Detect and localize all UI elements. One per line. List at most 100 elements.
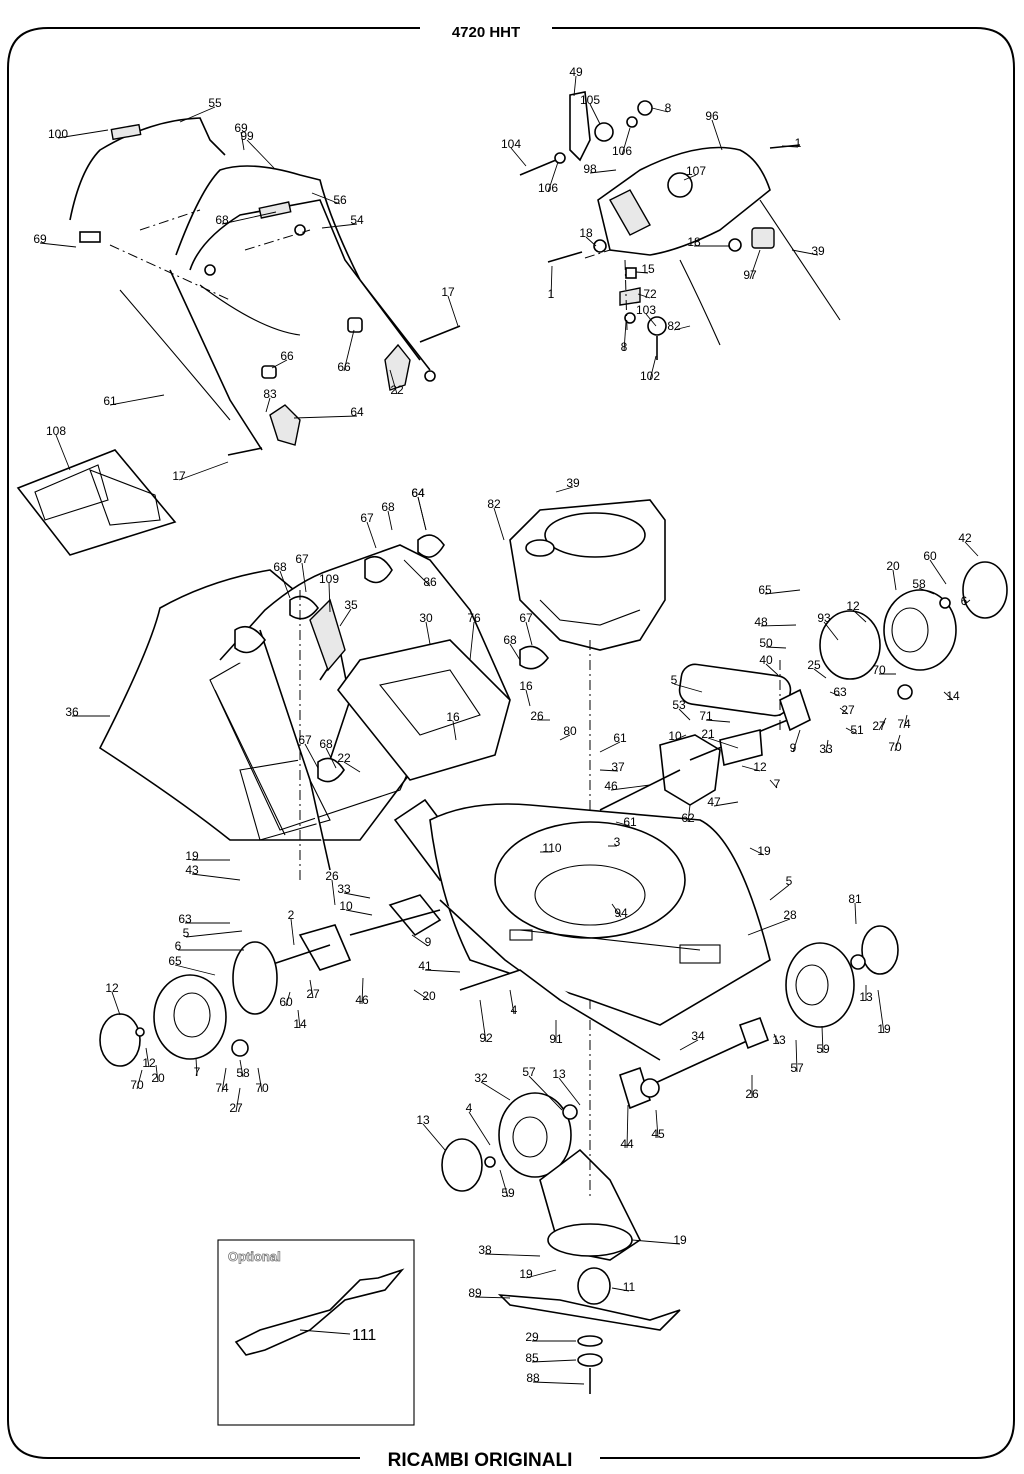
- callout-leader-line: [271, 359, 288, 369]
- callout-leader-line: [343, 892, 371, 899]
- callout-label: 74: [897, 717, 911, 731]
- part-callout: 86: [403, 559, 437, 589]
- callout-label: 27: [306, 987, 320, 1001]
- callout-label: 18: [687, 235, 701, 249]
- callout-leader-line: [631, 1239, 681, 1245]
- page-footer: RICAMBI ORIGINALI: [388, 1450, 573, 1471]
- part-callout: 76: [467, 611, 481, 661]
- callout-label: 4: [511, 1003, 518, 1017]
- callout-label: 9: [425, 935, 432, 949]
- callout-leader-line: [345, 909, 373, 916]
- callout-label: 38: [478, 1243, 492, 1257]
- part-callout: 27: [872, 717, 887, 733]
- callout-label: 67: [519, 611, 533, 625]
- callout-leader-line: [191, 873, 241, 881]
- part-callout: 60: [279, 991, 293, 1009]
- mower-deck: [429, 803, 771, 1026]
- callout-label: 19: [757, 844, 771, 858]
- callout-label: 13: [772, 1033, 786, 1047]
- part-callout: 41: [418, 959, 461, 973]
- callout-label: 99: [240, 129, 254, 143]
- part-callout: 48: [754, 615, 797, 629]
- part-callout: 20: [151, 1064, 165, 1085]
- handle-assembly: [69, 117, 461, 456]
- callout-leader-line: [573, 75, 577, 97]
- callout-label: 4: [466, 1101, 473, 1115]
- callout-leader-line: [321, 223, 358, 229]
- callout-label: 16: [519, 679, 533, 693]
- part-callout: 33: [337, 882, 371, 899]
- callout-leader-line: [674, 734, 687, 741]
- callout-leader-line: [328, 582, 331, 613]
- callout-label: 26: [530, 709, 544, 723]
- callout-label: 107: [686, 164, 706, 178]
- part-callout: 53: [672, 698, 691, 721]
- callout-leader-line: [713, 801, 739, 807]
- callout-leader-line: [179, 106, 216, 123]
- callout-label: 20: [886, 559, 900, 573]
- callout-label: 64: [411, 486, 425, 500]
- callout-label: 5: [671, 673, 678, 687]
- callout-label: 82: [667, 319, 681, 333]
- callout-leader-line: [343, 761, 361, 773]
- part-callout: 30: [419, 611, 433, 645]
- part-callout: 21: [701, 727, 739, 749]
- callout-leader-line: [635, 271, 649, 274]
- wheel-rear-right: [819, 561, 1008, 700]
- callout-label: 67: [360, 511, 374, 525]
- callout-label: 1: [795, 136, 802, 150]
- part-callout: 63: [178, 912, 230, 926]
- blade-assembly: [497, 1148, 681, 1394]
- part-callout: 51: [845, 723, 864, 737]
- callout-leader-line: [468, 1111, 491, 1146]
- part-callout: 47: [707, 795, 739, 809]
- callout-label: 51: [850, 723, 864, 737]
- callout-leader-line: [781, 145, 799, 148]
- part-callout: 68: [381, 500, 395, 531]
- callout-leader-line: [918, 587, 935, 595]
- part-callout: 108: [46, 424, 71, 471]
- callout-leader-line: [531, 1359, 577, 1363]
- callout-label: 68: [381, 500, 395, 514]
- callout-leader-line: [623, 321, 627, 352]
- callout-label: 109: [319, 572, 339, 586]
- callout-leader-line: [769, 779, 778, 789]
- part-callout: 94: [611, 903, 628, 920]
- callout-label: 22: [337, 751, 351, 765]
- callout-label: 14: [946, 689, 960, 703]
- part-callout: 54: [321, 213, 364, 229]
- callout-label: 68: [215, 213, 229, 227]
- part-callout: 71: [699, 709, 731, 723]
- part-callout: 19: [631, 1233, 687, 1247]
- part-callout: 70: [888, 734, 902, 754]
- callout-label: 61: [613, 731, 627, 745]
- callout-label: 13: [859, 990, 873, 1004]
- callout-leader-line: [411, 934, 429, 947]
- callout-leader-line: [555, 486, 574, 493]
- part-callout: 38: [478, 1243, 541, 1257]
- part-callout: 58: [236, 1059, 250, 1080]
- callout-leader-line: [854, 902, 857, 925]
- callout-label: 56: [333, 193, 347, 207]
- callout-label: 59: [816, 1042, 830, 1056]
- part-callout: 18: [687, 235, 730, 249]
- part-callout: 66: [271, 349, 294, 369]
- part-callout: 65: [168, 954, 216, 976]
- callout-leader-line: [773, 1033, 780, 1045]
- part-callout: 20: [886, 559, 900, 591]
- part-callout: 13: [552, 1067, 581, 1106]
- callout-label: 70: [888, 740, 902, 754]
- part-callout: 39: [555, 476, 580, 493]
- callout-label: 98: [583, 162, 597, 176]
- part-callout: 4: [466, 1101, 491, 1146]
- callout-leader-line: [615, 821, 631, 827]
- callout-leader-line: [765, 646, 787, 649]
- part-callout: 32: [474, 1071, 511, 1101]
- callout-leader-line: [239, 1059, 244, 1078]
- callout-leader-line: [221, 1067, 227, 1093]
- part-callout: 17: [441, 285, 459, 327]
- callout-leader-line: [57, 129, 109, 139]
- callout-leader-line: [246, 139, 275, 169]
- callout-leader-line: [825, 739, 829, 754]
- callout-label: 19: [673, 1233, 687, 1247]
